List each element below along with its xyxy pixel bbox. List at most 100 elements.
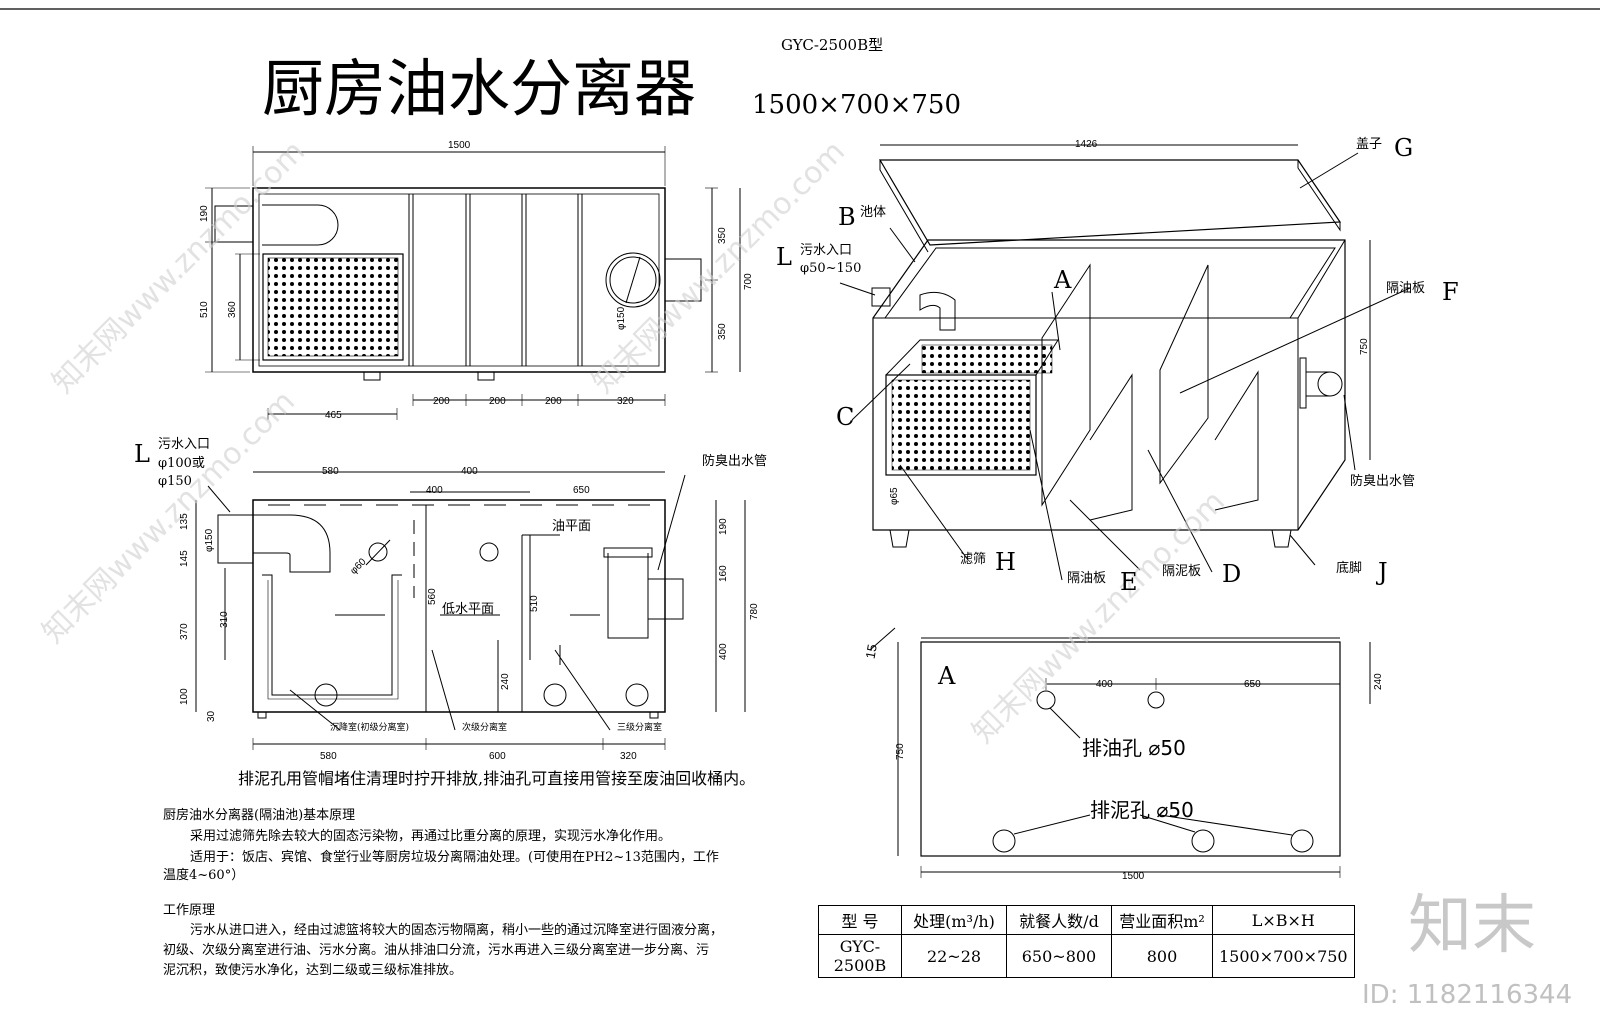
dim-sec-400b: 400: [426, 485, 443, 496]
principle-line-1: 采用过滤筛先除去较大的固态污染物，再通过比重分离的原理，实现污水净化作用。: [190, 829, 672, 844]
principle-line-2: 适用于：饭店、宾馆、食堂行业等厨房垃圾分离隔油处理。(可使用在PH2~13范围内…: [190, 850, 719, 865]
dim-plate-1500: 1500: [1122, 871, 1145, 882]
work-line-2: 初级、次级分离室进行油、污水分离。油从排油口分流，污水再进入三级分离室进一步分离…: [163, 943, 710, 958]
table-header-cell: 型 号: [818, 905, 902, 935]
iso-view: [839, 144, 1411, 581]
section-inlet-label: 污水入口: [158, 437, 211, 452]
section-odor-outlet: 防臭出水管: [702, 454, 768, 469]
cover-label: 盖子: [1356, 137, 1383, 152]
dim-sec-580b: 580: [320, 751, 337, 762]
dim-plate-750: 750: [895, 743, 906, 760]
iso-a-letter: A: [1054, 266, 1072, 294]
dim-sec-30: 30: [206, 710, 217, 722]
table-header-cell: 处理(m³/h): [901, 905, 1007, 935]
table-cell: GYC-2500B: [818, 934, 902, 978]
dim-sec-370: 370: [179, 623, 190, 640]
dim-sec-580: 580: [322, 466, 339, 477]
model-tag: GYC-2500B型: [781, 36, 884, 54]
j-letter: J: [1378, 558, 1388, 586]
c-letter: C: [836, 403, 855, 431]
dim-top-465: 465: [325, 410, 342, 421]
dim-top-360: 360: [227, 301, 238, 318]
dim-iso-750: 750: [1359, 338, 1370, 355]
dim-sec-100: 100: [179, 688, 190, 705]
e-letter: E: [1120, 568, 1138, 596]
dim-sec-650: 650: [573, 485, 590, 496]
dim-top-200a: 200: [433, 396, 450, 407]
low-water-level-label: 低水平面: [442, 602, 495, 617]
work-line-1: 污水从进口进入，经由过滤篮将较大的固态污物隔离，稍小一些的通过沉降室进行固液分离…: [190, 923, 724, 938]
dim-sec-310: 310: [219, 611, 230, 628]
section-view: [195, 471, 746, 750]
room2-label: 次级分离室: [462, 723, 508, 733]
table-header-cell: 营业面积m²: [1111, 905, 1213, 935]
dim-sec-400c: 400: [718, 643, 729, 660]
dim-sec-145: 145: [179, 550, 190, 567]
body-label: 池体: [860, 205, 887, 220]
dim-sec-320: 320: [620, 751, 637, 762]
iso-inlet-label: 污水入口: [800, 243, 853, 258]
title-dims: 1500×700×750: [752, 90, 961, 120]
dim-sec-240: 240: [500, 673, 511, 690]
dim-sec-phi150: φ150: [204, 528, 215, 552]
watermark-id: ID: 1182116344: [1362, 980, 1573, 1010]
cover-letter: G: [1394, 134, 1414, 162]
oil-hole-label: 排油孔 ⌀50: [1082, 736, 1186, 760]
dim-sec-190: 190: [718, 518, 729, 535]
room1-label: 沉降室(初级分离室): [330, 723, 410, 733]
top-view: [205, 146, 741, 420]
h-letter: H: [995, 548, 1016, 576]
dim-plate-15: 15: [862, 643, 880, 660]
dim-sec-510: 510: [529, 595, 540, 612]
body-letter: B: [838, 203, 856, 231]
iso-inlet-size: φ50~150: [800, 261, 862, 276]
f-letter: F: [1442, 278, 1459, 306]
mud-board-label: 隔泥板: [1162, 564, 1202, 579]
dim-top-350a: 350: [717, 227, 728, 244]
dim-sec-135: 135: [179, 513, 190, 530]
dim-sec-600: 600: [489, 751, 506, 762]
iso-inlet-letter: L: [776, 243, 792, 271]
dim-top-510: 510: [199, 301, 210, 318]
principle-line-3: 温度4~60°）: [163, 868, 245, 883]
oil-board-label: 隔油板: [1386, 281, 1426, 296]
dim-iso-1426: 1426: [1075, 139, 1098, 150]
dim-top-200c: 200: [545, 396, 562, 407]
table-cell: 800: [1111, 934, 1213, 978]
spec-table: 型 号 处理(m³/h) 就餐人数/d 营业面积m² L×B×H GYC-250…: [818, 905, 1355, 978]
section-inlet-size2: φ150: [158, 474, 192, 489]
work-title: 工作原理: [163, 903, 216, 918]
table-cell: 1500×700×750: [1212, 934, 1355, 978]
dim-top-1500: 1500: [448, 140, 471, 151]
dim-sec-160: 160: [718, 565, 729, 582]
table-cell: 650~800: [1006, 934, 1112, 978]
dim-sec-400a: 400: [461, 466, 478, 477]
table-header-row: 型 号 处理(m³/h) 就餐人数/d 营业面积m² L×B×H: [818, 905, 1355, 935]
dim-top-190: 190: [199, 205, 210, 222]
principle-title: 厨房油水分离器(隔油池)基本原理: [163, 808, 356, 823]
plate-a-letter: A: [938, 662, 956, 690]
dim-iso-phi65: φ65: [889, 487, 900, 505]
dim-top-700: 700: [743, 273, 754, 290]
dim-top-phi150: φ150: [616, 306, 627, 330]
table-header-cell: 就餐人数/d: [1006, 905, 1112, 935]
dim-sec-560: 560: [427, 588, 438, 605]
drawing-title: 厨房油水分离器: [262, 52, 697, 125]
instruction-note: 排泥孔用管帽堵住清理时拧开排放,排油孔可直接用管接至废油回收桶内。: [238, 769, 756, 788]
dim-plate-400: 400: [1096, 679, 1113, 690]
iso-odor-outlet: 防臭出水管: [1350, 474, 1416, 489]
d-letter: D: [1222, 560, 1242, 588]
mud-hole-label: 排泥孔 ⌀50: [1090, 798, 1194, 822]
section-inlet-letter: L: [134, 440, 150, 468]
section-inlet-size1: φ100或: [158, 456, 205, 471]
room3-label: 三级分离室: [617, 723, 663, 733]
table-cell: 22~28: [901, 934, 1007, 978]
dim-plate-650: 650: [1244, 679, 1261, 690]
dim-top-200b: 200: [489, 396, 506, 407]
oil-level-label: 油平面: [552, 519, 592, 534]
foot-label: 底脚: [1336, 561, 1363, 576]
work-line-3: 泥沉积，致使污水净化，达到二级或三级标准排放。: [163, 963, 463, 978]
filter-label: 滤筛: [960, 552, 987, 567]
